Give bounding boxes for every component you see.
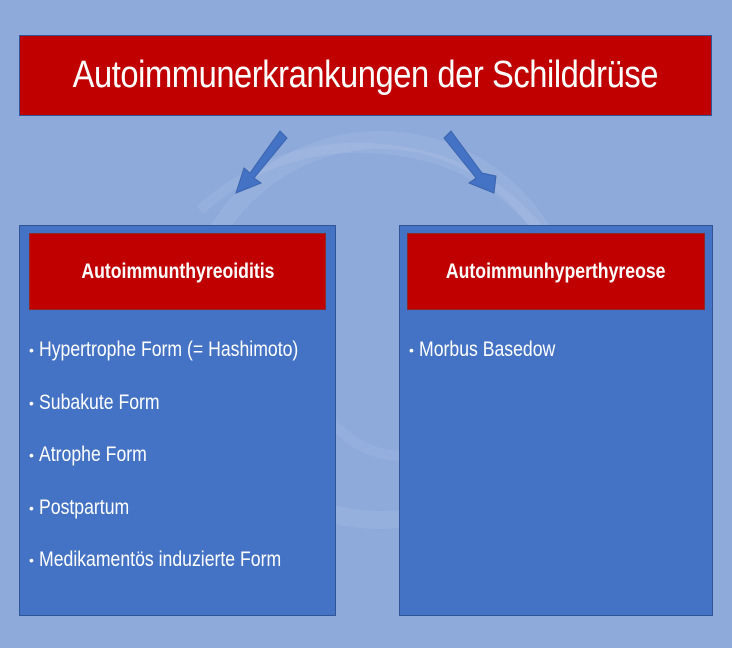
list-item: •Medikamentös induzierte Form — [24, 546, 331, 599]
bullet-icon: • — [29, 394, 34, 411]
main-title-text: Autoimmunerkrankungen der Schilddrüse — [72, 54, 659, 96]
main-title: Autoimmunerkrankungen der Schilddrüse — [19, 35, 712, 116]
arrow-down-left-icon — [235, 130, 288, 194]
bullet-icon: • — [29, 499, 34, 516]
panel-autoimmunthyreoiditis: Autoimmunthyreoiditis •Hypertrophe Form … — [19, 225, 336, 616]
item-list: •Morbus Basedow — [404, 336, 708, 389]
list-item: •Atrophe Form — [24, 441, 331, 494]
panel-autoimmunhyperthyreose: Autoimmunhyperthyreose •Morbus Basedow — [399, 225, 713, 616]
list-item: •Postpartum — [24, 494, 331, 547]
bullet-icon: • — [29, 447, 34, 463]
arrow-down-right-icon — [443, 130, 497, 194]
bullet-icon: • — [29, 342, 34, 358]
panel-header: Autoimmunhyperthyreose — [407, 233, 705, 310]
bullet-icon: • — [409, 342, 414, 358]
panel-header: Autoimmunthyreoiditis — [29, 233, 326, 310]
panel-header-text: Autoimmunhyperthyreose — [446, 259, 666, 283]
list-item: •Morbus Basedow — [404, 336, 708, 389]
item-list: •Hypertrophe Form (= Hashimoto) •Subakut… — [24, 336, 331, 599]
list-item: •Subakute Form — [24, 389, 331, 442]
list-item: •Hypertrophe Form (= Hashimoto) — [24, 336, 331, 389]
panel-header-text: Autoimmunthyreoiditis — [80, 259, 275, 283]
bullet-icon: • — [29, 552, 34, 568]
